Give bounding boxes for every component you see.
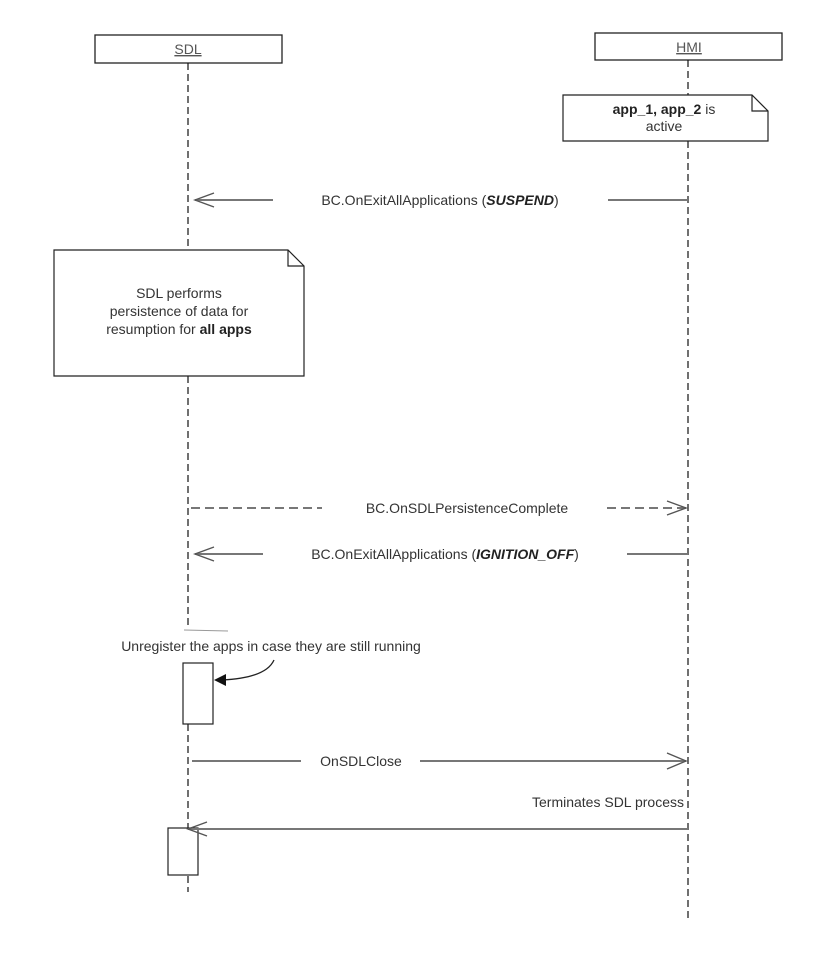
arrowhead-open-icon bbox=[666, 500, 689, 516]
message-label: Terminates SDL process bbox=[532, 794, 684, 810]
message-label: OnSDLClose bbox=[320, 753, 402, 769]
message-label: BC.OnExitAllApplications (IGNITION_OFF) bbox=[311, 546, 579, 562]
note-sdl-line3: resumption for all apps bbox=[106, 321, 252, 337]
message-persistence-complete: BC.OnSDLPersistenceComplete bbox=[191, 500, 689, 516]
note-sdl-persistence: SDL performs persistence of data for res… bbox=[53, 249, 305, 377]
arrowhead-open-icon bbox=[192, 546, 215, 562]
arrowhead-open-icon bbox=[666, 752, 688, 770]
note-hmi-active-line2: active bbox=[646, 118, 683, 134]
arrowhead-open-icon bbox=[185, 821, 208, 837]
participant-sdl-label: SDL bbox=[174, 41, 201, 57]
note-sdl-line2: persistence of data for bbox=[110, 303, 249, 319]
message-terminate-sdl: Terminates SDL process bbox=[167, 794, 688, 876]
note-hmi-active-line1: app_1, app_2 is bbox=[613, 101, 716, 117]
annotation-unregister: Unregister the apps in case they are sti… bbox=[121, 629, 421, 725]
message-exit-ignition-off: BC.OnExitAllApplications (IGNITION_OFF) bbox=[192, 546, 688, 562]
activation-box-unregister bbox=[182, 662, 214, 725]
participant-sdl: SDL bbox=[94, 34, 283, 64]
note-sdl-line1: SDL performs bbox=[136, 285, 222, 301]
note-hmi-active: app_1, app_2 is active bbox=[562, 94, 769, 142]
arrowhead-open-icon bbox=[192, 192, 215, 208]
arrowhead-filled-icon bbox=[214, 674, 226, 686]
activation-box-terminate bbox=[167, 827, 199, 876]
participant-hmi-label: HMI bbox=[676, 39, 702, 55]
annotation-unregister-text: Unregister the apps in case they are sti… bbox=[121, 638, 421, 654]
message-exit-suspend: BC.OnExitAllApplications (SUSPEND) bbox=[192, 192, 688, 208]
message-label: BC.OnExitAllApplications (SUSPEND) bbox=[321, 192, 558, 208]
participant-hmi: HMI bbox=[594, 32, 783, 61]
message-label: BC.OnSDLPersistenceComplete bbox=[366, 500, 569, 516]
message-on-sdl-close: OnSDLClose bbox=[192, 752, 688, 770]
